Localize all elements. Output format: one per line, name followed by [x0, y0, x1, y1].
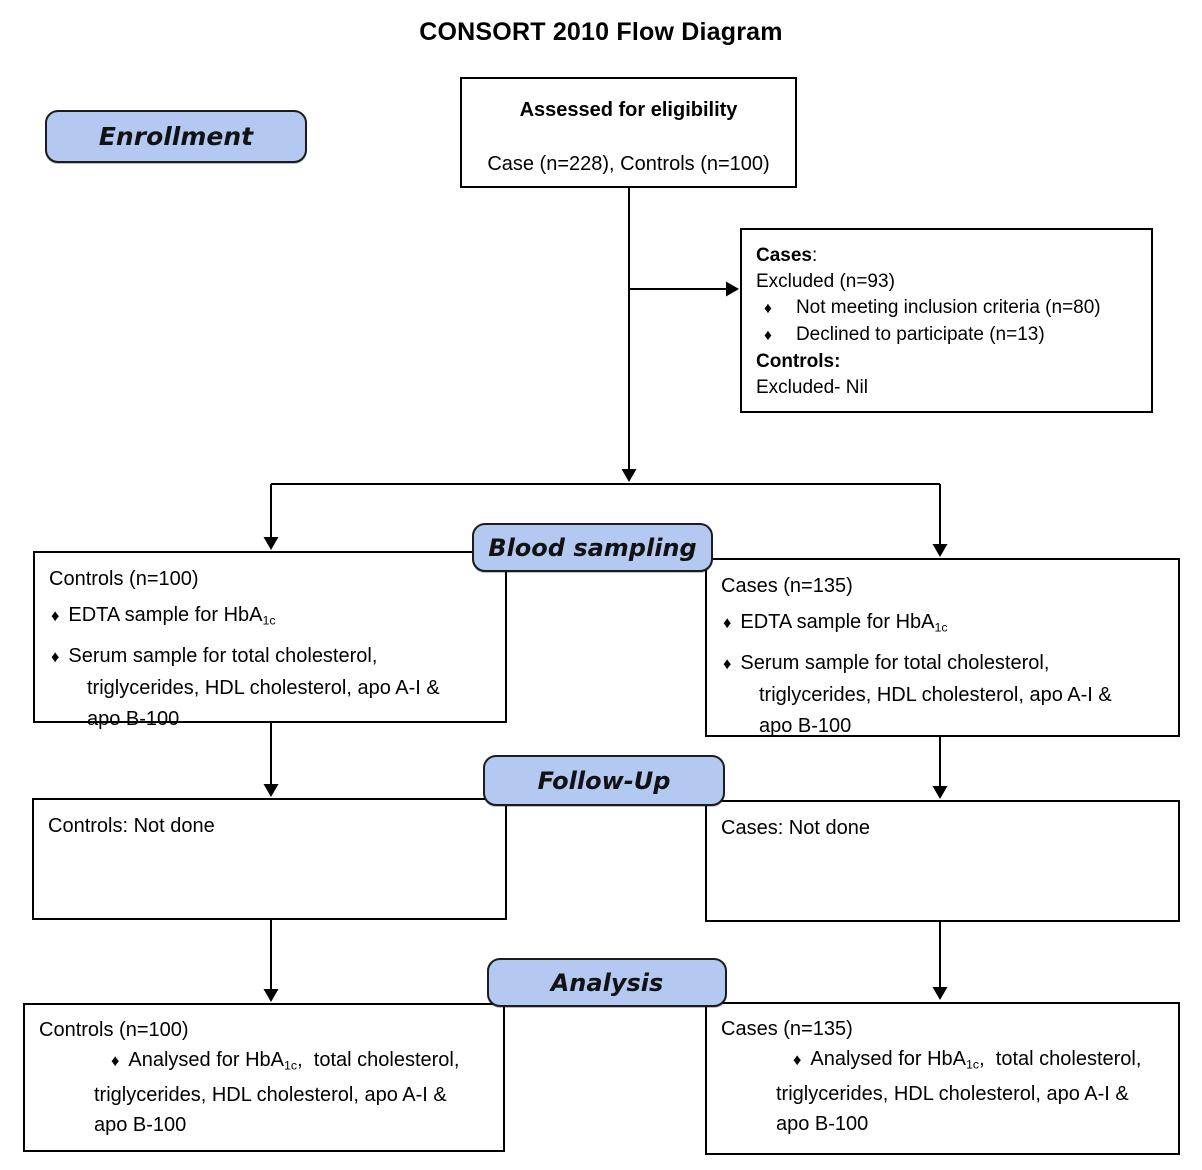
text-line: Cases (n=135) [721, 1018, 853, 1040]
text-line: ♦Declined to participate (n=13) [764, 324, 1045, 345]
text-line: triglycerides, HDL cholesterol, apo A-I … [87, 677, 440, 700]
analysis-stage-label: Analysis [487, 958, 727, 1007]
text-line: ♦EDTA sample for HbA1c [51, 604, 276, 628]
arrowhead-down-left-analysis [263, 989, 279, 1002]
text-line: apo B-100 [94, 1114, 187, 1137]
assessed-heading: Assessed for eligibility [519, 99, 738, 121]
cases-analysis-box: Cases (n=135) ♦Analysed for HbA1c, total … [705, 1002, 1180, 1155]
arrowhead-down-left-followup [263, 784, 279, 797]
text-line: Excluded (n=93) [756, 271, 895, 292]
diamond-bullet-icon: ♦ [723, 614, 732, 632]
text-line: Controls: Not done [48, 815, 215, 837]
text-line: ♦Serum sample for total cholesterol, [51, 645, 378, 668]
text-line: triglycerides, HDL cholesterol, apo A-I … [776, 1083, 1129, 1106]
text-line: Controls (n=100) [39, 1019, 189, 1041]
assessed-for-eligibility-box: Assessed for eligibility Case (n=228), C… [460, 77, 797, 188]
assessed-counts: Case (n=228), Controls (n=100) [487, 153, 770, 175]
text-line: ♦Analysed for HbA1c, total cholesterol, [111, 1049, 460, 1073]
arrowhead-down-center [621, 469, 637, 482]
controls-followup-box: Controls: Not done [32, 798, 507, 920]
arrowhead-down-left-blood [263, 537, 279, 550]
text-line: apo B-100 [759, 715, 852, 738]
text-line: ♦EDTA sample for HbA1c [723, 611, 948, 635]
diamond-bullet-icon: ♦ [51, 607, 60, 625]
diamond-bullet-icon: ♦ [764, 327, 772, 344]
text-line: apo B-100 [87, 708, 180, 731]
text-line: ♦Analysed for HbA1c, total cholesterol, [793, 1048, 1142, 1072]
text-line: ♦Serum sample for total cholesterol, [723, 652, 1050, 675]
text-line: Controls (n=100) [49, 568, 199, 590]
controls-analysis-box: Controls (n=100) ♦Analysed for HbA1c, tot… [23, 1003, 505, 1152]
text-line: Cases: Not done [721, 817, 870, 839]
diamond-bullet-icon: ♦ [51, 648, 60, 667]
blood-sampling-stage-label: Blood sampling [472, 523, 713, 572]
text-line: Cases (n=135) [721, 575, 853, 597]
diamond-bullet-icon: ♦ [723, 655, 732, 674]
arrowhead-down-right-followup [932, 786, 948, 799]
arrowhead-down-right-blood [932, 544, 948, 557]
text-line: Cases: [756, 245, 818, 266]
text-line: Excluded- Nil [756, 377, 868, 398]
text-line: Controls: [756, 351, 841, 372]
arrowhead-right-excluded [726, 281, 739, 297]
page-title: CONSORT 2010 Flow Diagram [419, 18, 783, 46]
excluded-box: Cases: Excluded (n=93) ♦Not meeting inclus… [740, 228, 1153, 413]
controls-blood-sampling-box: Controls (n=100) ♦EDTA sample for HbA1c ♦S… [33, 551, 507, 730]
arrowhead-down-right-analysis [932, 987, 948, 1000]
enrollment-stage-label: Enrollment [45, 110, 307, 163]
diamond-bullet-icon: ♦ [764, 300, 772, 317]
text-line: triglycerides, HDL cholesterol, apo A-I … [759, 684, 1112, 707]
cases-followup-box: Cases: Not done [705, 800, 1180, 922]
text-line: ♦Not meeting inclusion criteria (n=80) [764, 297, 1101, 318]
text-line: triglycerides, HDL cholesterol, apo A-I … [94, 1084, 447, 1107]
diamond-bullet-icon: ♦ [111, 1052, 120, 1070]
diamond-bullet-icon: ♦ [793, 1051, 802, 1069]
follow-up-stage-label: Follow-Up [483, 755, 725, 806]
cases-blood-sampling-box: Cases (n=135) ♦EDTA sample for HbA1c ♦Seru… [705, 558, 1180, 737]
text-line: apo B-100 [776, 1113, 869, 1136]
